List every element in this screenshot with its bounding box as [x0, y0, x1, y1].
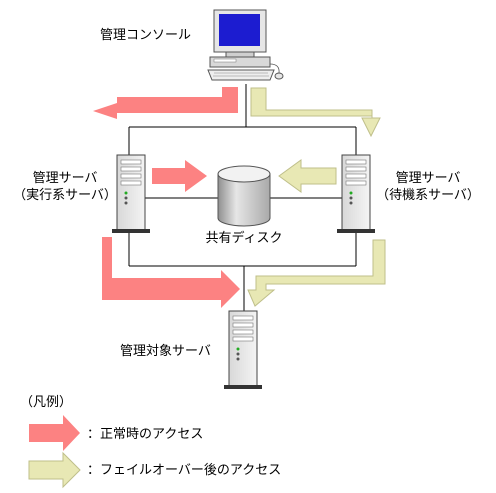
shared-disk-label: 共有ディスク	[205, 231, 283, 246]
mouse-icon	[274, 72, 284, 80]
monitor-screen	[219, 14, 260, 46]
legend-normal-arrow	[29, 415, 80, 451]
connection-lines	[128, 84, 357, 312]
legend-failover-arrow	[28, 451, 81, 489]
active-to-disk-arrow	[152, 160, 207, 192]
standby-server-label-line2: （待機系サーバ）	[376, 188, 480, 203]
managed-server-label: 管理対象サーバ	[120, 344, 211, 359]
console-to-standby-arrow	[250, 87, 381, 138]
standby-server-tower	[337, 154, 375, 233]
management-console-pc	[207, 9, 284, 81]
failover-access-arrows	[247, 87, 386, 307]
active-server-label: 管理サーバ （実行系サーバ）	[6, 170, 124, 204]
legend-title: （凡例）	[20, 395, 73, 410]
legend-normal-label: ：正常時のアクセス	[87, 427, 204, 442]
standby-server-label-line1: 管理サーバ	[395, 171, 461, 186]
active-server-tower	[112, 154, 150, 233]
legend-arrows	[28, 415, 81, 489]
standby-server-label: 管理サーバ （待機系サーバ）	[369, 170, 487, 204]
active-server-label-line1: 管理サーバ	[32, 171, 98, 186]
shared-disk-cylinder	[217, 165, 271, 227]
legend-failover-label: ：フェイルオーバー後のアクセス	[87, 463, 282, 478]
active-server-label-line2: （実行系サーバ）	[13, 188, 117, 203]
managed-server-tower	[224, 310, 262, 389]
normal-access-arrows	[93, 87, 240, 308]
standby-to-disk-arrow	[278, 159, 337, 193]
keyboard-icon	[207, 69, 275, 81]
standby-to-managed-arrow	[247, 239, 386, 307]
console-to-active-arrow	[93, 87, 238, 119]
console-label: 管理コンソール	[100, 28, 192, 43]
active-to-managed-arrow	[102, 237, 240, 308]
